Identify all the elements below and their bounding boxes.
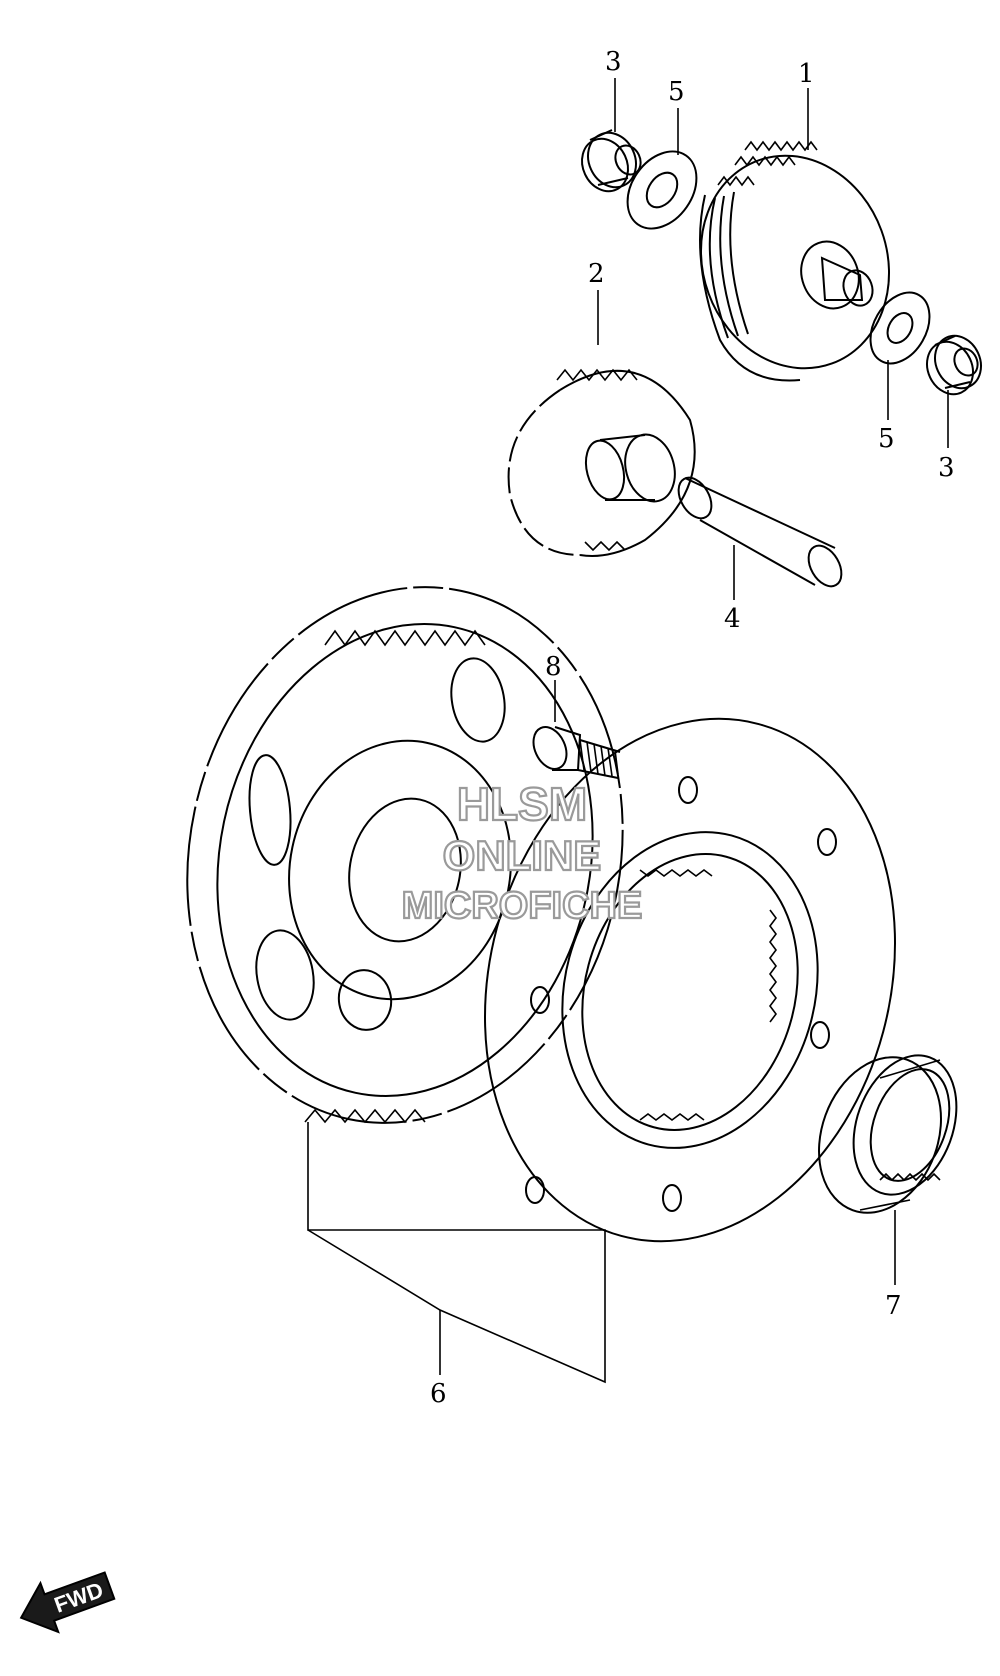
leader-6-bracket (307, 1122, 606, 1265)
callout-3-upper: 3 (605, 47, 622, 77)
watermark-line-1: HLSM (457, 778, 587, 830)
callout-5-lower: 5 (878, 424, 895, 454)
needle-bearing-part-7[interactable] (798, 1040, 975, 1230)
callout-1: 1 (798, 59, 815, 89)
fwd-arrow-icon: FWD (19, 1571, 116, 1634)
washer-part-5-lower[interactable] (858, 282, 941, 374)
watermark-line-2: ONLINE (443, 832, 602, 879)
idle-gear-part-2[interactable] (507, 368, 696, 557)
leader-6-bracket-lower (307, 1229, 606, 1384)
bolt-part-8[interactable] (527, 722, 621, 779)
callout-2: 2 (588, 259, 605, 289)
shaft-part-4[interactable] (672, 472, 848, 592)
starter-clutch-housing[interactable] (428, 672, 952, 1287)
spacer-part-3-upper[interactable] (574, 125, 646, 199)
clutch-gear-part-1[interactable] (672, 129, 919, 395)
callout-7: 7 (885, 1291, 902, 1321)
callout-5-upper: 5 (668, 77, 685, 107)
spacer-part-3-lower[interactable] (919, 328, 990, 402)
callout-3-lower: 3 (938, 453, 955, 483)
washer-part-5-upper[interactable] (613, 138, 710, 241)
starter-clutch-gear-part-6[interactable] (139, 546, 672, 1164)
callout-6: 6 (430, 1379, 447, 1409)
watermark-line-3: MICROFICHE (402, 885, 643, 927)
watermark: HLSM ONLINE MICROFICHE (401, 777, 644, 928)
callout-8: 8 (545, 652, 562, 682)
callout-4: 4 (724, 604, 741, 634)
